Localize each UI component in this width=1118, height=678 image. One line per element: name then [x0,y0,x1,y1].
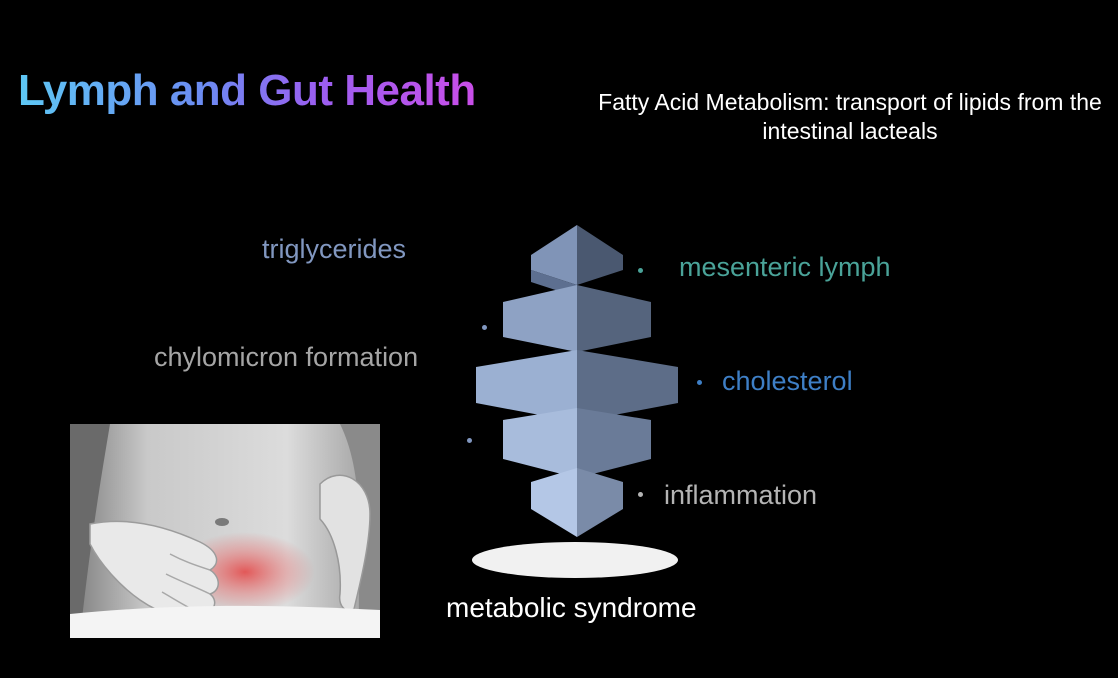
label-mesenteric-lymph: mesenteric lymph [679,252,891,282]
label-inflammation: inflammation [664,480,818,510]
bullet-dot [638,492,643,497]
bullet-dot [638,268,643,273]
bullet-dot [482,325,487,330]
label-chylomicron-formation: chylomicron formation [154,342,419,372]
label-triglycerides: triglycerides [262,234,407,264]
prism-tier-2 [503,285,651,352]
prism-tier-4 [503,408,651,478]
slide-title: Lymph and Gut Health [18,66,476,115]
prism-tier-5 [531,468,623,537]
label-cholesterol: cholesterol [722,366,853,396]
prism-tier-3 [476,350,678,422]
bullet-dot [467,438,472,443]
base-ellipse [472,542,678,578]
label-metabolic-syndrome: metabolic syndrome [446,592,697,623]
bullet-dot [697,380,702,385]
abdomen-pain-photo [70,424,380,638]
slide-subtitle: Fatty Acid Metabolism: transport of lipi… [598,89,1102,144]
